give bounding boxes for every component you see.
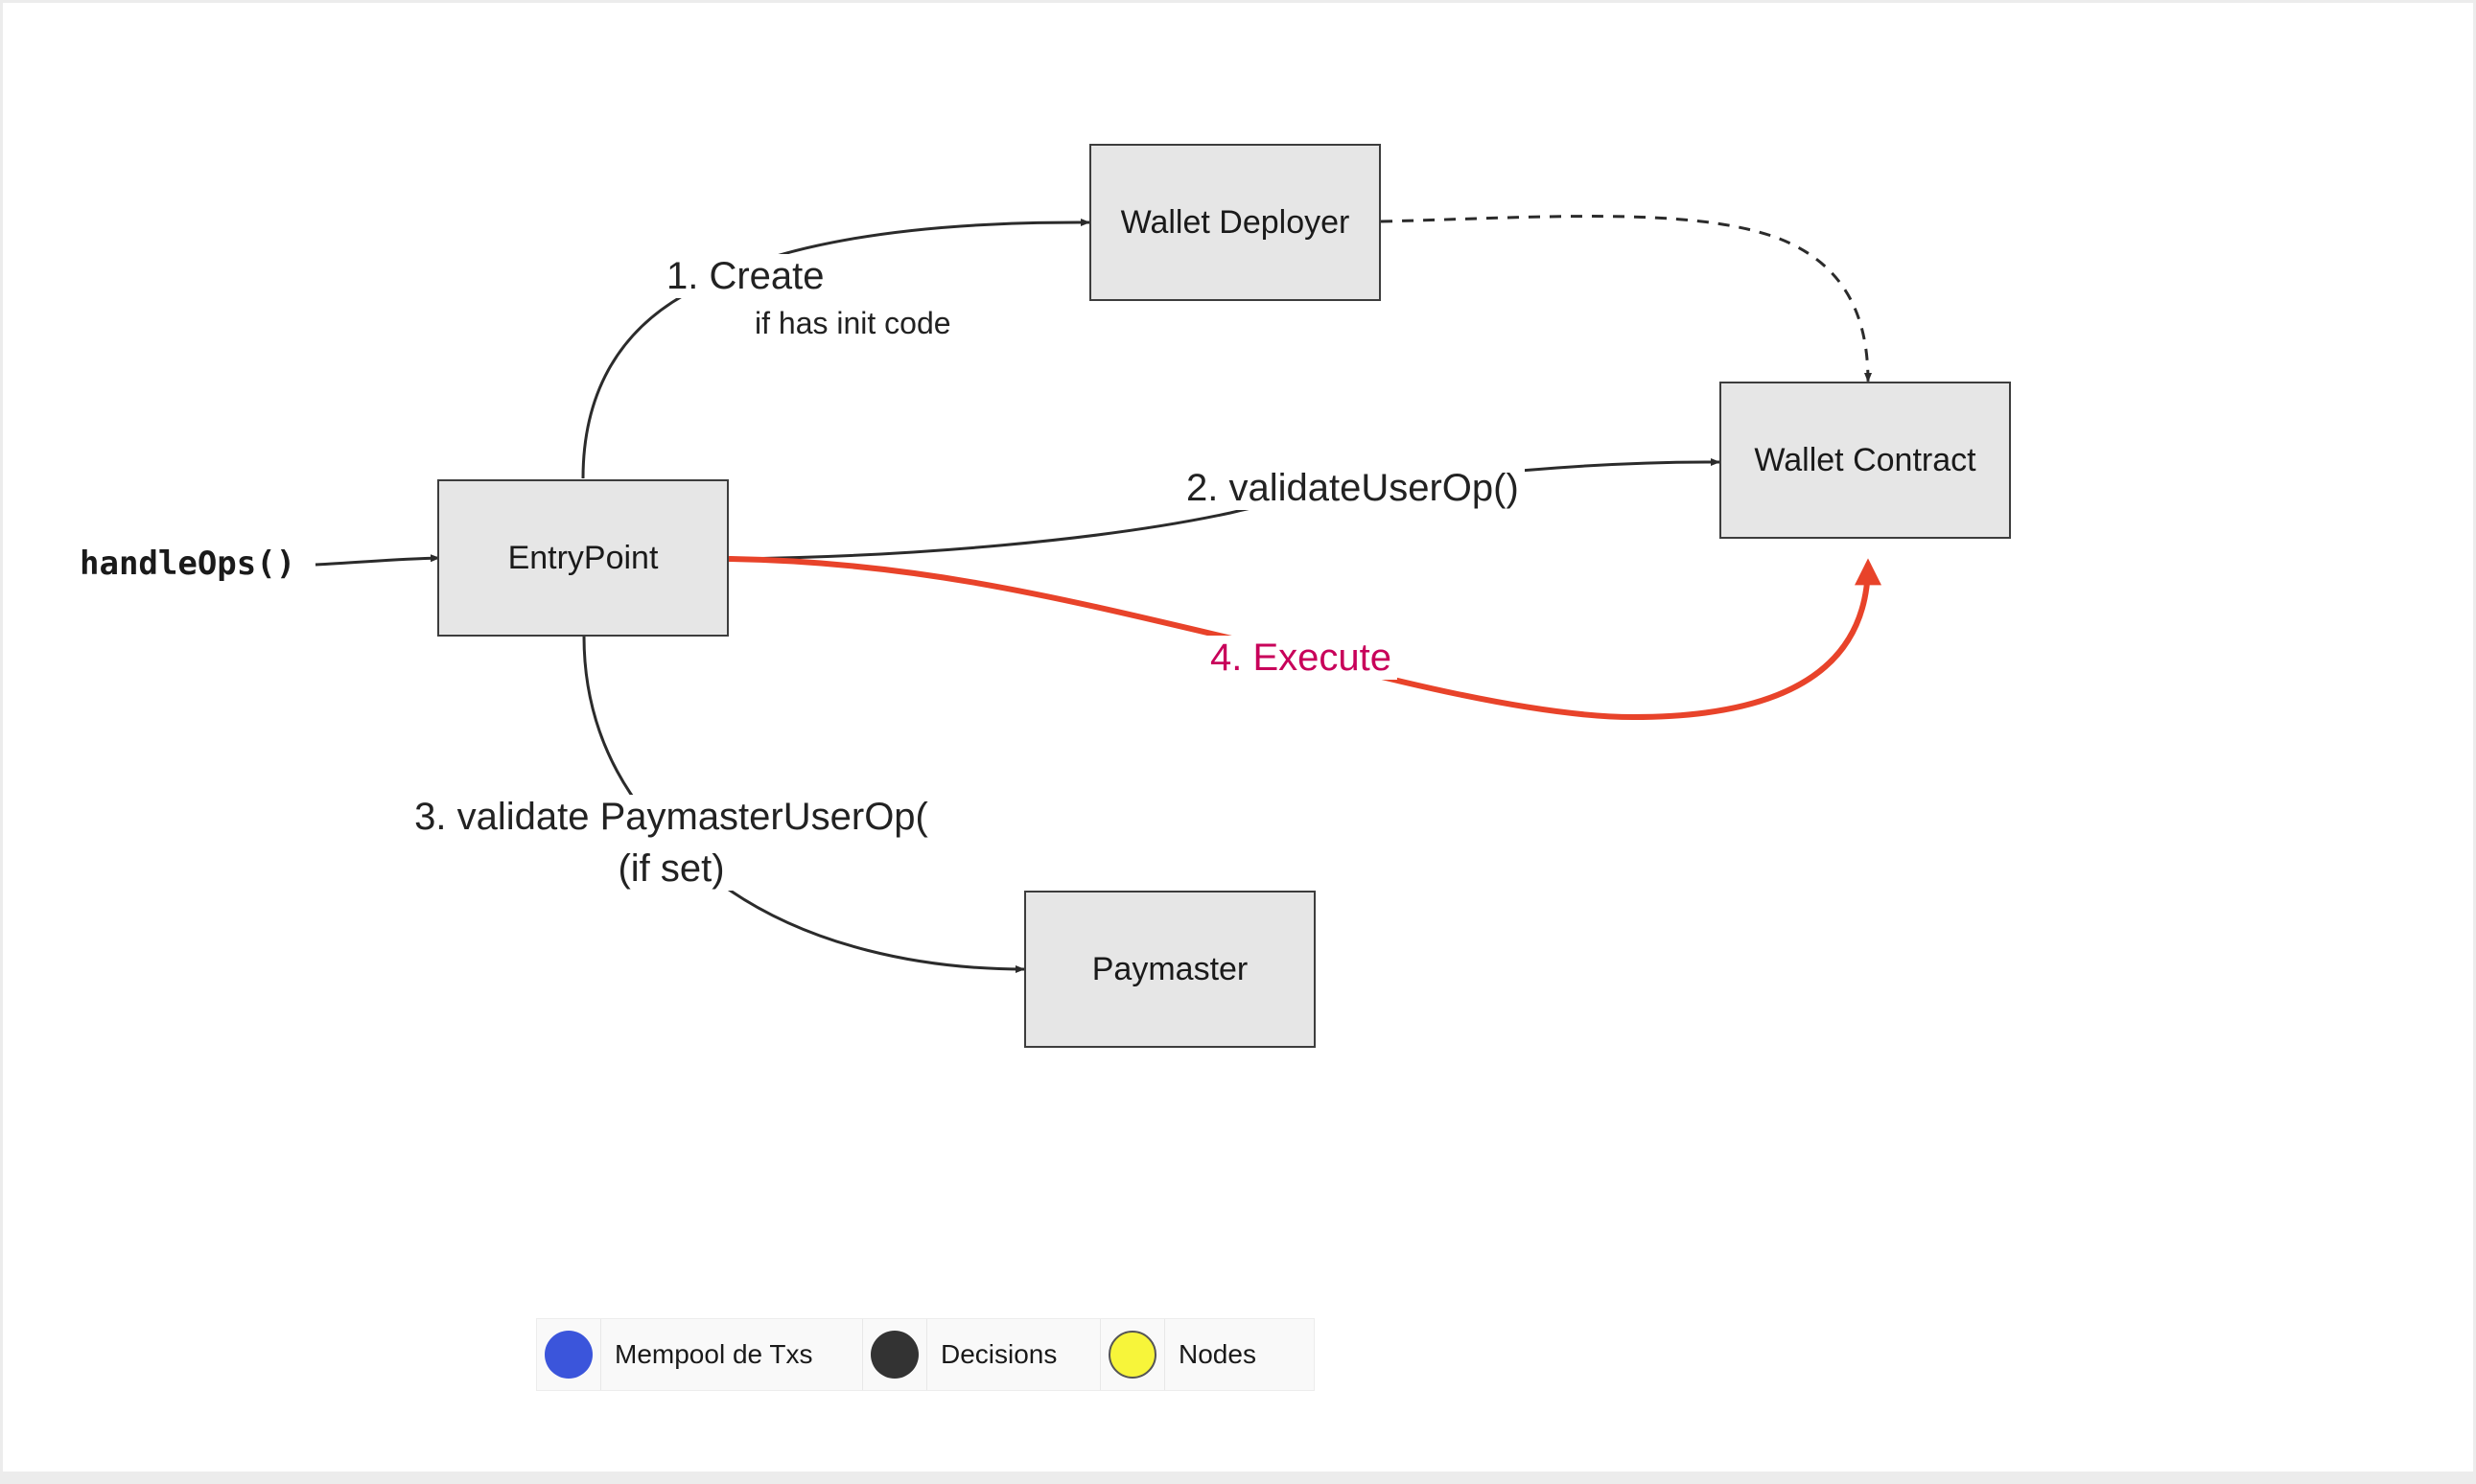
edge-create bbox=[581, 218, 1090, 479]
edge-deploy-dashed bbox=[1380, 215, 1872, 383]
flow-connectors bbox=[315, 215, 1881, 973]
legend-swatch-decisions bbox=[871, 1331, 919, 1379]
legend-swatch-mempool bbox=[545, 1331, 593, 1379]
node-wallet-deployer-label: Wallet Deployer bbox=[1120, 203, 1350, 241]
legend-swatch-cell bbox=[1101, 1319, 1165, 1390]
validate-paymaster-label: 3. validate PaymasterUserOp( (if set) bbox=[406, 795, 937, 891]
legend-label-decisions: Decisions bbox=[941, 1339, 1058, 1369]
legend-label-nodes: Nodes bbox=[1179, 1339, 1256, 1369]
node-wallet-contract-label: Wallet Contract bbox=[1754, 441, 1976, 478]
edge-handleops-to-entrypoint bbox=[315, 554, 440, 567]
legend-item-decisions: Decisions bbox=[927, 1319, 1101, 1390]
execute-label: 4. Execute bbox=[1204, 636, 1398, 680]
validate-paymaster-line2: (if set) bbox=[618, 847, 725, 890]
legend-swatch-cell bbox=[863, 1319, 927, 1390]
node-wallet-contract[interactable]: Wallet Contract bbox=[1719, 382, 2011, 539]
validate-paymaster-line1: 3. validate PaymasterUserOp( bbox=[414, 796, 928, 838]
node-paymaster[interactable]: Paymaster bbox=[1024, 891, 1316, 1048]
legend-swatch-cell bbox=[537, 1319, 601, 1390]
validate-userop-label: 2. validateUserOp() bbox=[1180, 466, 1525, 510]
legend: Mempool de Txs Decisions Nodes bbox=[536, 1318, 1315, 1391]
node-paymaster-label: Paymaster bbox=[1091, 950, 1249, 987]
legend-item-nodes: Nodes bbox=[1165, 1319, 1314, 1390]
diagram-canvas: Wallet Deployer Wallet Contract EntryPoi… bbox=[3, 3, 2473, 1472]
handleops-label: handleOps() bbox=[80, 545, 296, 583]
create-condition-label: if has init code bbox=[755, 306, 951, 341]
edge-execute bbox=[728, 556, 1881, 721]
edge-validate-userop bbox=[728, 457, 1720, 561]
node-entrypoint-label: EntryPoint bbox=[507, 539, 659, 576]
node-wallet-deployer[interactable]: Wallet Deployer bbox=[1089, 144, 1381, 301]
legend-swatch-nodes bbox=[1109, 1331, 1156, 1379]
create-label: 1. Create bbox=[663, 254, 829, 298]
node-entrypoint[interactable]: EntryPoint bbox=[437, 479, 729, 637]
legend-item-mempool: Mempool de Txs bbox=[601, 1319, 863, 1390]
legend-label-mempool: Mempool de Txs bbox=[615, 1339, 813, 1369]
